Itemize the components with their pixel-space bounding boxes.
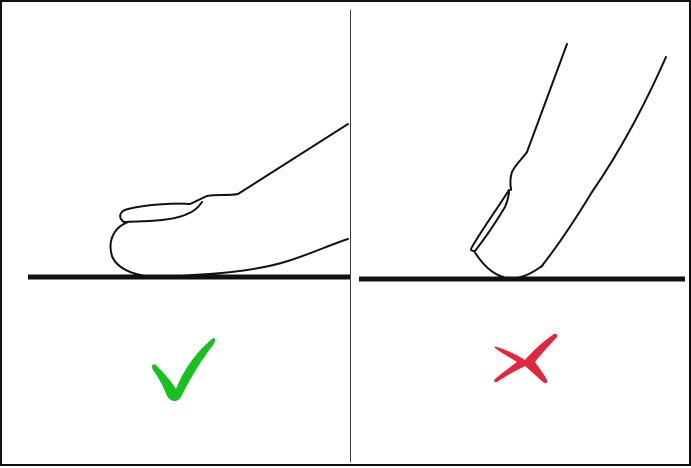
panel-divider [350,10,351,462]
incorrect-touch-illustration [359,43,685,384]
cross-icon [494,333,558,384]
fingertip-outline [473,250,544,280]
finger-left-outline [509,43,568,191]
correct-touch-illustration [28,123,350,402]
correct-touch-panel [2,2,351,464]
finger-top-outline [189,123,349,205]
fingernail-outline [470,189,510,252]
checkmark-icon [152,338,216,402]
fingernail-outline [119,201,203,223]
incorrect-touch-panel [351,2,691,464]
finger-bottom-outline [146,238,349,277]
finger-right-outline [540,56,667,268]
fingertip-outline [109,221,148,277]
